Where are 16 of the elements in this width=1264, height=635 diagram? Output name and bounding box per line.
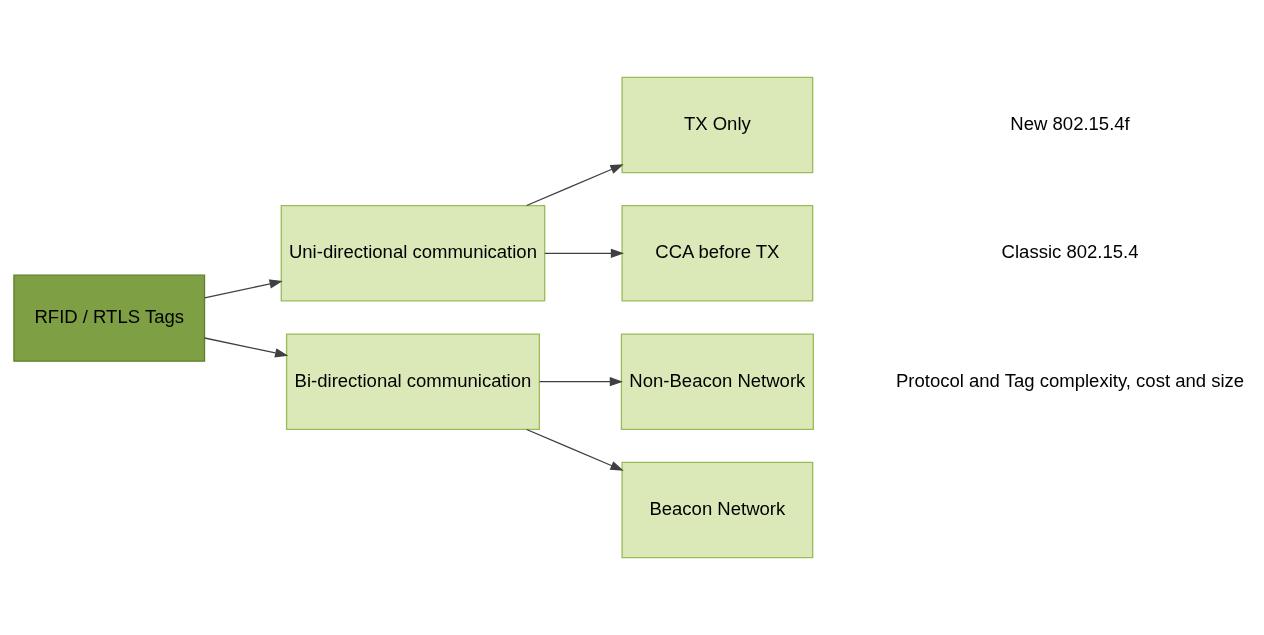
arrow xyxy=(539,377,623,387)
label: Protocol and Tag complexity, cost and size xyxy=(895,369,1245,391)
label: Classic 802.15.4 xyxy=(1001,241,1139,263)
arrow xyxy=(544,248,625,258)
arrow xyxy=(526,428,624,471)
node-box: CCA before TX xyxy=(621,205,814,302)
node-box: RFID / RTLS Tags xyxy=(13,274,206,362)
node-box: Non-Beacon Network xyxy=(620,333,814,430)
node-box: Beacon Network xyxy=(621,461,814,559)
arrow xyxy=(203,337,289,358)
node-box: Bi-directional communication xyxy=(285,333,540,430)
node-box: TX Only xyxy=(621,76,814,174)
arrow xyxy=(526,164,624,207)
node-box: Uni-directional communication xyxy=(280,205,546,302)
label: New 802.15.4f xyxy=(1010,112,1130,134)
arrow xyxy=(203,279,283,299)
